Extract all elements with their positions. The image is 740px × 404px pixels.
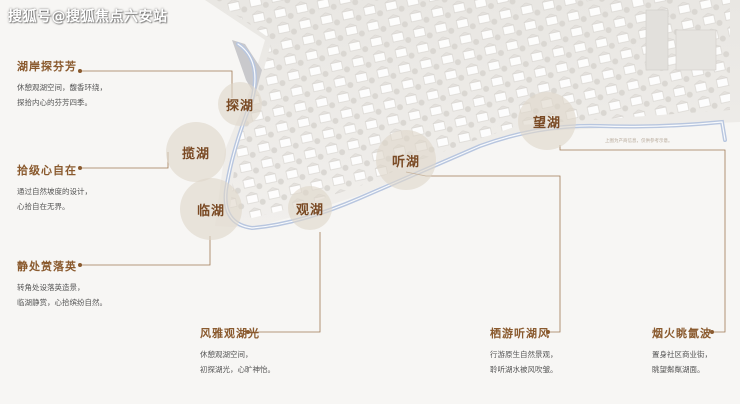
feature-block: 湖岸探芬芳 休憩观湖空间，馥香环绕， 探拾内心的芬芳四季。 — [17, 58, 107, 110]
bubble-label: 揽湖 — [181, 146, 210, 162]
feature-block: 烟火眺氤波 置身社区商业街， 眺望粼粼湖面。 — [652, 325, 712, 377]
connector-dot — [246, 330, 250, 334]
feature-block: 拾级心自在 通过自然坡度的设计， 心拾自在无界。 — [17, 162, 92, 214]
feature-desc-line: 探拾内心的芬芳四季。 — [17, 98, 92, 107]
feature-desc-line: 置身社区商业街， — [652, 350, 712, 359]
connector-dot — [78, 263, 82, 267]
feature-desc-line: 转角处设落英造景， — [17, 283, 85, 292]
feature-desc-line: 行游原生自然景观， — [490, 350, 558, 359]
feature-desc: 置身社区商业街， 眺望粼粼湖面。 — [652, 347, 712, 377]
bubble-lan-hu[interactable]: 揽湖 — [166, 122, 226, 182]
feature-title: 拾级心自在 — [17, 164, 77, 177]
community-houses — [215, 0, 730, 218]
feature-desc-line: 临湖静赏，心拾缤纷自然。 — [17, 298, 107, 307]
feature-block: 风雅观湖光 休憩观湖空间， 初探湖光，心旷神怡。 — [200, 325, 275, 377]
feature-title: 静处赏落英 — [17, 260, 77, 273]
feature-block: 栖游听湖风 行游原生自然景观， 聆听湖水被风吹皱。 — [490, 325, 558, 377]
map-note: 上图为产商信息，仅供参考示意。 — [605, 139, 673, 144]
bubble-label: 望湖 — [532, 115, 561, 131]
watermark-text: 搜狐号@搜狐焦点六安站 — [8, 9, 168, 25]
feature-desc: 休憩观湖空间， 初探湖光，心旷神怡。 — [200, 347, 275, 377]
feature-desc-line: 眺望粼粼湖面。 — [652, 365, 705, 374]
feature-desc: 转角处设落英造景， 临湖静赏，心拾缤纷自然。 — [17, 280, 107, 310]
bubble-label: 探湖 — [225, 98, 254, 114]
feature-desc: 休憩观湖空间，馥香环绕， 探拾内心的芬芳四季。 — [17, 80, 107, 110]
connector-dot — [78, 166, 82, 170]
bubble-label: 听湖 — [391, 154, 420, 170]
feature-desc-line: 聆听湖水被风吹皱。 — [490, 365, 558, 374]
connector-dot — [546, 330, 550, 334]
tower-shape — [645, 9, 669, 71]
feature-desc-line: 休憩观湖空间，馥香环绕， — [17, 83, 107, 92]
bubble-lin-hu[interactable]: 临湖 — [180, 178, 242, 240]
feature-desc-line: 通过自然坡度的设计， — [17, 187, 92, 196]
feature-desc-line: 心拾自在无界。 — [17, 202, 70, 211]
bubble-guan-hu[interactable]: 观湖 — [288, 186, 332, 230]
feature-desc-line: 初探湖光，心旷神怡。 — [200, 365, 275, 374]
feature-title: 风雅观湖光 — [200, 327, 260, 340]
feature-block: 静处赏落英 转角处设落英造景， 临湖静赏，心拾缤纷自然。 — [17, 258, 107, 310]
connector-dot — [78, 69, 82, 73]
bubble-tan-hu[interactable]: 探湖 — [218, 82, 262, 126]
bubble-wang-hu[interactable]: 望湖 — [518, 92, 576, 150]
feature-desc: 行游原生自然景观， 聆听湖水被风吹皱。 — [490, 347, 558, 377]
feature-desc: 通过自然坡度的设计， 心拾自在无界。 — [17, 184, 92, 214]
feature-title: 烟火眺氤波 — [652, 327, 712, 340]
feature-title: 栖游听湖风 — [490, 327, 550, 340]
bubble-label: 临湖 — [196, 203, 225, 219]
feature-title: 湖岸探芬芳 — [17, 60, 77, 73]
bubble-ting-hu[interactable]: 听湖 — [376, 130, 436, 190]
connector-dot — [710, 330, 714, 334]
feature-desc-line: 休憩观湖空间， — [200, 350, 253, 359]
bubble-label: 观湖 — [295, 202, 324, 218]
